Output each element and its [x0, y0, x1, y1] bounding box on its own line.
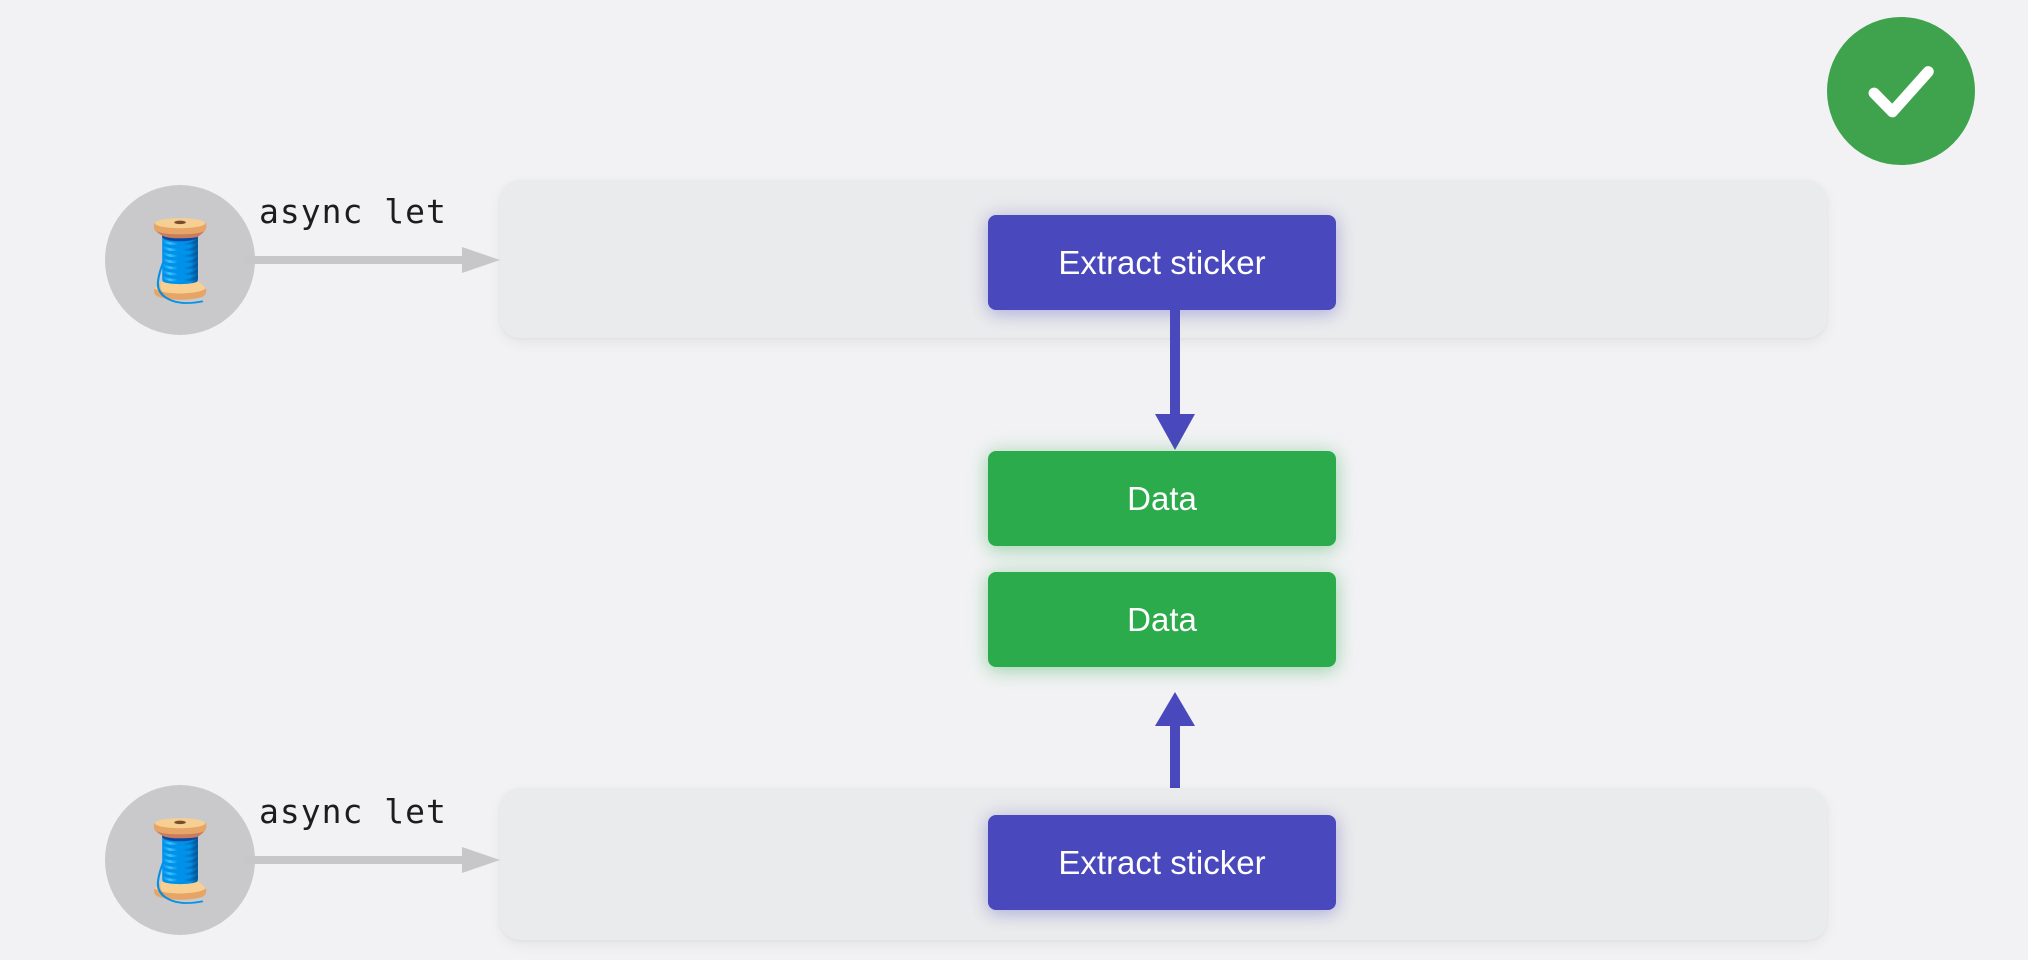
checkmark-icon: [1858, 48, 1944, 134]
thread-spool-icon-bottom: 🧵: [105, 785, 255, 935]
node-extract-sticker-bottom[interactable]: Extract sticker: [988, 815, 1336, 910]
thread-spool-emoji: 🧵: [131, 216, 229, 304]
thread-spool-emoji: 🧵: [131, 816, 229, 904]
node-label: Extract sticker: [1058, 843, 1266, 881]
node-data-first[interactable]: Data: [988, 451, 1336, 546]
node-data-second[interactable]: Data: [988, 572, 1336, 667]
async-let-label-top: async let: [259, 192, 447, 231]
thread-spool-icon-top: 🧵: [105, 185, 255, 335]
node-label: Data: [1127, 600, 1197, 638]
node-label: Data: [1127, 479, 1197, 517]
flow-arrow-down-icon: [1135, 310, 1215, 452]
gray-arrow-right-icon-bottom: [244, 845, 500, 875]
node-extract-sticker-top[interactable]: Extract sticker: [988, 215, 1336, 310]
success-status-badge: [1827, 17, 1975, 165]
gray-arrow-right-icon-top: [244, 245, 500, 275]
node-label: Extract sticker: [1058, 243, 1266, 281]
flow-arrow-up-icon: [1135, 692, 1215, 816]
async-let-label-bottom: async let: [259, 792, 447, 831]
